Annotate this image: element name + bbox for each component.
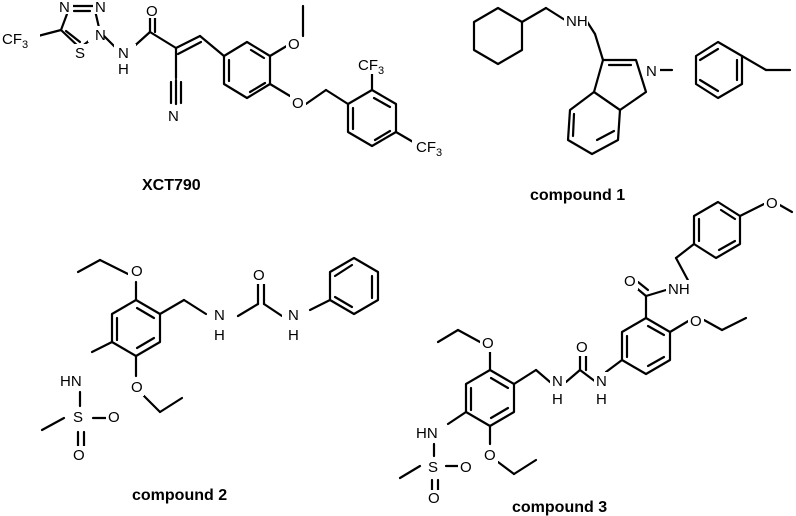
atom-label: N — [552, 373, 563, 390]
atom-label: H — [596, 391, 607, 408]
atom-label: S — [75, 45, 85, 62]
atom-label: N — [168, 108, 179, 125]
atom-label: NH — [668, 281, 690, 298]
atom-label: N — [646, 63, 657, 80]
atom-label: O — [690, 313, 702, 330]
atom-label: O — [484, 447, 496, 464]
atom-label: O — [253, 267, 265, 284]
atom-label: CF3 — [358, 57, 384, 77]
atom-label: CF3 — [2, 31, 28, 51]
atom-label: S — [428, 459, 438, 476]
structure-xct790: N N N S CF3 N H O N O O CF3 CF3 XCT790 — [0, 0, 452, 194]
atom-label: O — [428, 490, 440, 507]
structure-compound-3: O NH O O O N H N H O O HN S O O compound… — [398, 194, 794, 516]
atom-label: H — [288, 327, 299, 344]
atom-label: H — [214, 327, 225, 344]
atom-label: N — [288, 307, 299, 324]
atom-label: N — [95, 27, 106, 44]
atom-label: NH — [566, 13, 588, 30]
caption-compound-1: compound 1 — [530, 187, 625, 204]
atom-label: O — [131, 379, 143, 396]
atom-label: O — [292, 95, 304, 112]
atom-label: CF3 — [416, 139, 442, 159]
atom-label: O — [146, 3, 158, 20]
atom-label: N — [118, 45, 129, 62]
atom-label: O — [131, 263, 143, 280]
atom-label: N — [214, 307, 225, 324]
atom-label: HN — [416, 425, 438, 442]
atom-label: O — [576, 339, 588, 356]
atom-label: O — [766, 195, 778, 212]
atom-label: H — [118, 61, 129, 78]
atom-label: O — [624, 273, 636, 290]
structure-compound-1: NH N compound 1 — [472, 6, 792, 204]
atom-label: HN — [60, 373, 82, 390]
atom-label: H — [552, 391, 563, 408]
structure-compound-2: O O N H N H O HN S O O compound 2 — [40, 256, 380, 504]
atom-label: N — [95, 0, 106, 16]
atom-label: N — [59, 0, 70, 16]
atom-label: N — [596, 373, 607, 390]
atom-label: O — [460, 459, 472, 476]
caption-compound-2: compound 2 — [132, 487, 227, 504]
atom-label: O — [73, 447, 85, 464]
caption-xct790: XCT790 — [142, 177, 201, 194]
atom-label: S — [73, 409, 83, 426]
atom-label: O — [108, 409, 120, 426]
atom-label: O — [288, 36, 300, 53]
atom-label: O — [482, 335, 494, 352]
caption-compound-3: compound 3 — [512, 499, 607, 516]
